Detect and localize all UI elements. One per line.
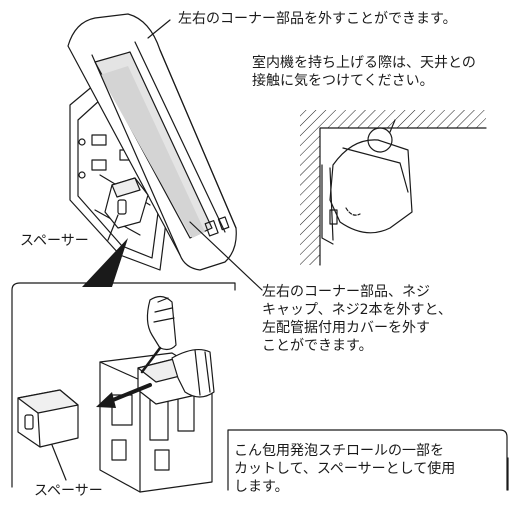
- spacer-top: [104, 177, 149, 229]
- label-spacer-top: スペーサー: [20, 233, 89, 249]
- note-box: [227, 429, 508, 491]
- label-cover-note: 左右のコーナー部品、ネジ キャップ、ネジ2本を外すと、 左配管据付用カバーを外す…: [262, 284, 452, 354]
- indoor-unit: [67, 13, 237, 271]
- label-corner-parts: 左右のコーナー部品を外すことができます。: [178, 11, 457, 27]
- detail-pointer: [82, 238, 128, 287]
- label-foam-note: こん包用発泡スチロールの一部を カットして、スペーサーとして使用 します。: [234, 443, 456, 495]
- hands: [140, 295, 215, 398]
- label-ceiling-note: 室内機を持ち上げる際は、天井との 接触に気をつけてください。: [252, 55, 476, 89]
- pull-arrow: [96, 383, 152, 408]
- label-spacer-bottom: スペーサー: [34, 483, 103, 499]
- leader-corner-top: [147, 19, 171, 39]
- detail-box: [11, 282, 509, 491]
- leader-spacer-bottom: [51, 444, 67, 481]
- ceiling-wall-section: [300, 110, 487, 266]
- leader-spacer-top: [107, 214, 119, 241]
- spacer-piece: [17, 389, 79, 448]
- leader-cover-note: [189, 221, 263, 291]
